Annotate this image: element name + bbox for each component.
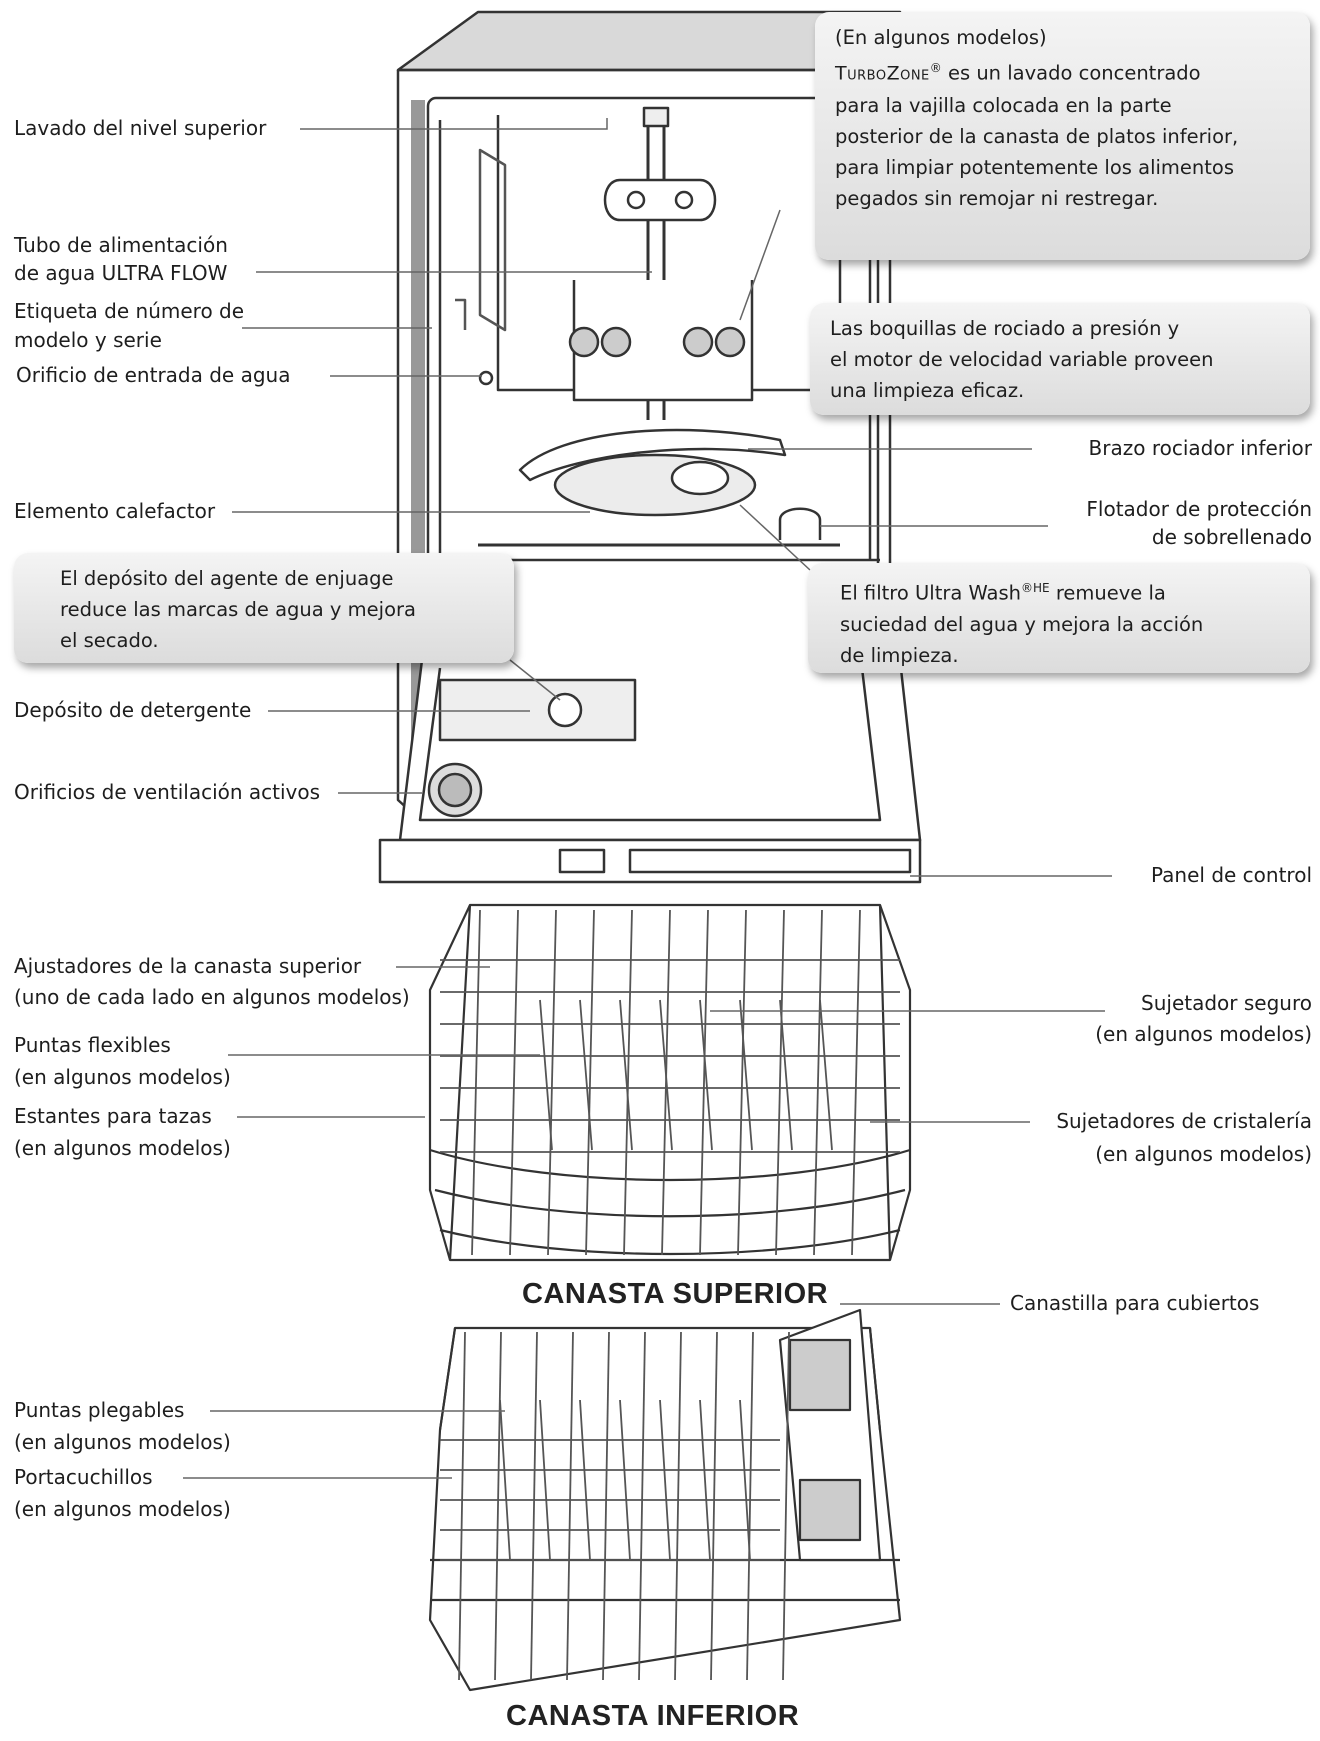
rinse-aid-line-3: el secado. (60, 629, 159, 652)
turbozone-line-2-rest: es un lavado concentrado (941, 61, 1201, 85)
basket-wire (739, 999, 753, 1151)
label-secure-holder-2: (en algunos modelos) (1095, 1022, 1312, 1046)
label-fold-tines-2: (en algunos modelos) (14, 1430, 231, 1454)
callout-rinse-aid: El depósito del agente de enjuage reduce… (14, 553, 514, 663)
label-cup-shelves-1: Estantes para tazas (14, 1104, 212, 1128)
basket-wire (699, 1399, 711, 1561)
label-fold-tines-1: Puntas plegables (14, 1398, 185, 1422)
basket-wire (566, 1331, 574, 1681)
turbozone-line-5: para limpiar potentemente los alimentos (835, 155, 1235, 179)
callout-nozzles: Las boquillas de rociado a presión y el … (810, 303, 1310, 415)
label-knife-2: (en algunos modelos) (14, 1497, 231, 1521)
basket-wire (699, 999, 713, 1151)
upper-basket (428, 903, 912, 1262)
basket-wire (819, 999, 833, 1151)
basket-wire (539, 999, 553, 1151)
label-rack-adjusters-1: Ajustadores de la canasta superior (14, 954, 362, 978)
label-vents: Orificios de ventilación activos (14, 780, 321, 804)
label-model-1: Etiqueta de número de (14, 299, 245, 323)
basket-wire (638, 1331, 646, 1681)
basket-wire (775, 909, 785, 1256)
basket-wire (458, 1331, 466, 1681)
label-flexible-tines-1: Puntas flexibles (14, 1033, 171, 1057)
filter-line-3: de limpieza. (840, 643, 959, 667)
label-silverware: Canastilla para cubiertos (1010, 1291, 1260, 1315)
basket-wire (659, 999, 673, 1151)
basket-wire (739, 1399, 751, 1561)
basket-wire (499, 1399, 511, 1561)
label-rack-adjusters-2: (uno de cada lado en algunos modelos) (14, 985, 410, 1009)
callout-filter: El filtro Ultra Wash®HE remueve la sucie… (808, 563, 1310, 673)
label-detergent: Depósito de detergente (14, 698, 252, 722)
filter-line-1-a: El filtro Ultra Wash (840, 581, 1022, 605)
rinse-aid-line-2: reduce las marcas de agua y mejora (60, 598, 416, 621)
basket-wire (494, 1331, 502, 1681)
lower-basket-title: CANASTA INFERIOR (506, 1700, 800, 1732)
filter-line-1: El filtro Ultra Wash®HE remueve la (840, 573, 1290, 609)
label-cup-shelves-2: (en algunos modelos) (14, 1136, 231, 1160)
basket-wire (699, 909, 709, 1256)
nozzles-line-3: una limpieza eficaz. (830, 379, 1025, 402)
spray-assembly (518, 106, 822, 540)
basket-wire (813, 909, 823, 1256)
turbozone-line-6: pegados sin remojar ni restregar. (835, 186, 1159, 210)
label-feed-tube-1: Tubo de alimentación (14, 233, 228, 257)
rinse-aid-line-1: El depósito del agente de enjuage (60, 567, 394, 590)
turbozone-line-2: TurboZone® es un lavado concentrado (835, 53, 1290, 90)
label-stemware-2: (en algunos modelos) (1095, 1142, 1312, 1166)
basket-wire (547, 909, 557, 1256)
basket-wire (585, 909, 595, 1256)
nozzles-line-1: Las boquillas de rociado a presión y (830, 317, 1180, 340)
lower-basket (428, 1308, 902, 1692)
turbozone-line-3: para la vajilla colocada en la parte (835, 93, 1172, 117)
basket-wire (782, 1331, 790, 1681)
turbozone-line-1: (En algunos modelos) (835, 26, 1047, 49)
label-float-1: Flotador de protección (1086, 497, 1312, 521)
basket-wire (659, 1399, 671, 1561)
basket-wire (602, 1331, 610, 1681)
label-upper-wash: Lavado del nivel superior (14, 116, 267, 140)
basket-wire (779, 999, 793, 1151)
basket-wire (509, 909, 519, 1256)
nozzles-line-2: el motor de velocidad variable proveen (830, 348, 1214, 371)
label-secure-holder-1: Sujetador seguro (1141, 991, 1312, 1015)
basket-wire (619, 999, 633, 1151)
basket-wire (623, 909, 633, 1256)
basket-wire (746, 1331, 754, 1681)
filter-line-1-b: remueve la (1049, 581, 1166, 605)
leader-lines (183, 118, 1112, 1479)
label-stemware-1: Sujetadores de cristalería (1056, 1109, 1312, 1133)
label-feed-tube-2: de agua ULTRA FLOW (14, 261, 228, 285)
basket-wire (710, 1331, 718, 1681)
label-model-2: modelo y serie (14, 328, 162, 352)
callout-turbozone: (En algunos modelos) TurboZone® es un la… (815, 12, 1310, 260)
label-knife-1: Portacuchillos (14, 1465, 153, 1489)
basket-wire (530, 1331, 538, 1681)
basket-wire (737, 909, 747, 1256)
basket-wire (851, 909, 861, 1256)
turbozone-line-4: posterior de la canasta de platos inferi… (835, 124, 1239, 148)
label-control-panel: Panel de control (1151, 863, 1312, 887)
label-lower-spray-arm: Brazo rociador inferior (1088, 436, 1312, 460)
basket-wire (579, 999, 593, 1151)
basket-wire (539, 1399, 551, 1561)
dishwasher-door (378, 659, 922, 884)
basket-wire (619, 1399, 631, 1561)
basket-wire (579, 1399, 591, 1561)
label-float-2: de sobrellenado (1151, 525, 1312, 549)
label-heating-element: Elemento calefactor (14, 499, 216, 523)
upper-basket-title: CANASTA SUPERIOR (522, 1278, 829, 1310)
label-water-inlet: Orificio de entrada de agua (16, 363, 291, 387)
basket-wire (674, 1331, 682, 1681)
turbozone-reg: ® (929, 61, 942, 75)
filter-line-2: suciedad del agua y mejora la acción (840, 612, 1204, 636)
label-flexible-tines-2: (en algunos modelos) (14, 1065, 231, 1089)
filter-line-1-sup: ®HE (1021, 581, 1050, 595)
turbozone-brand: TurboZone (835, 62, 930, 85)
